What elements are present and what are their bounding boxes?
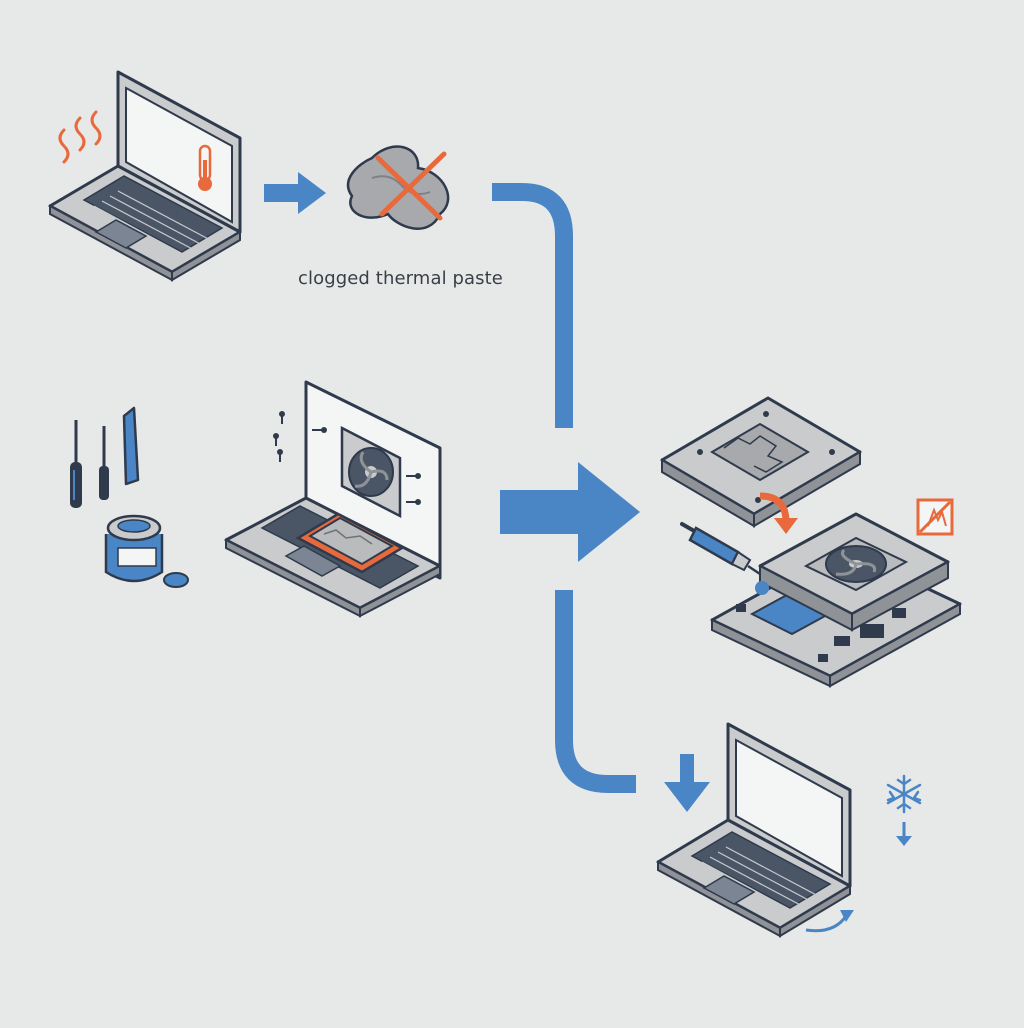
heatsink-plate [662,398,860,526]
arrow-down [664,754,710,812]
arrow-small-right [264,172,326,214]
connector-bottom-curve [564,590,636,784]
hot-laptop [50,72,240,280]
no-touch-warning-icon [918,500,952,534]
syringe-icon [682,524,769,595]
thermal-paste-blob-icon [348,147,448,229]
screwdriver-icon-2 [99,426,109,500]
paste-lid-icon [164,573,188,587]
snowflake-icon [888,776,920,812]
heat-waves-icon [60,112,100,162]
connector-top-curve [492,192,564,428]
screwdriver-icon [70,420,82,508]
arrow-big-right [500,462,640,562]
open-laptop [226,382,440,616]
caption-clogged-thermal-paste: clogged thermal paste [298,268,503,289]
pry-tool-icon [124,408,138,484]
paste-jar-icon [106,516,162,581]
cool-down-arrow-icon [896,822,912,846]
thermometer-icon [198,146,212,191]
